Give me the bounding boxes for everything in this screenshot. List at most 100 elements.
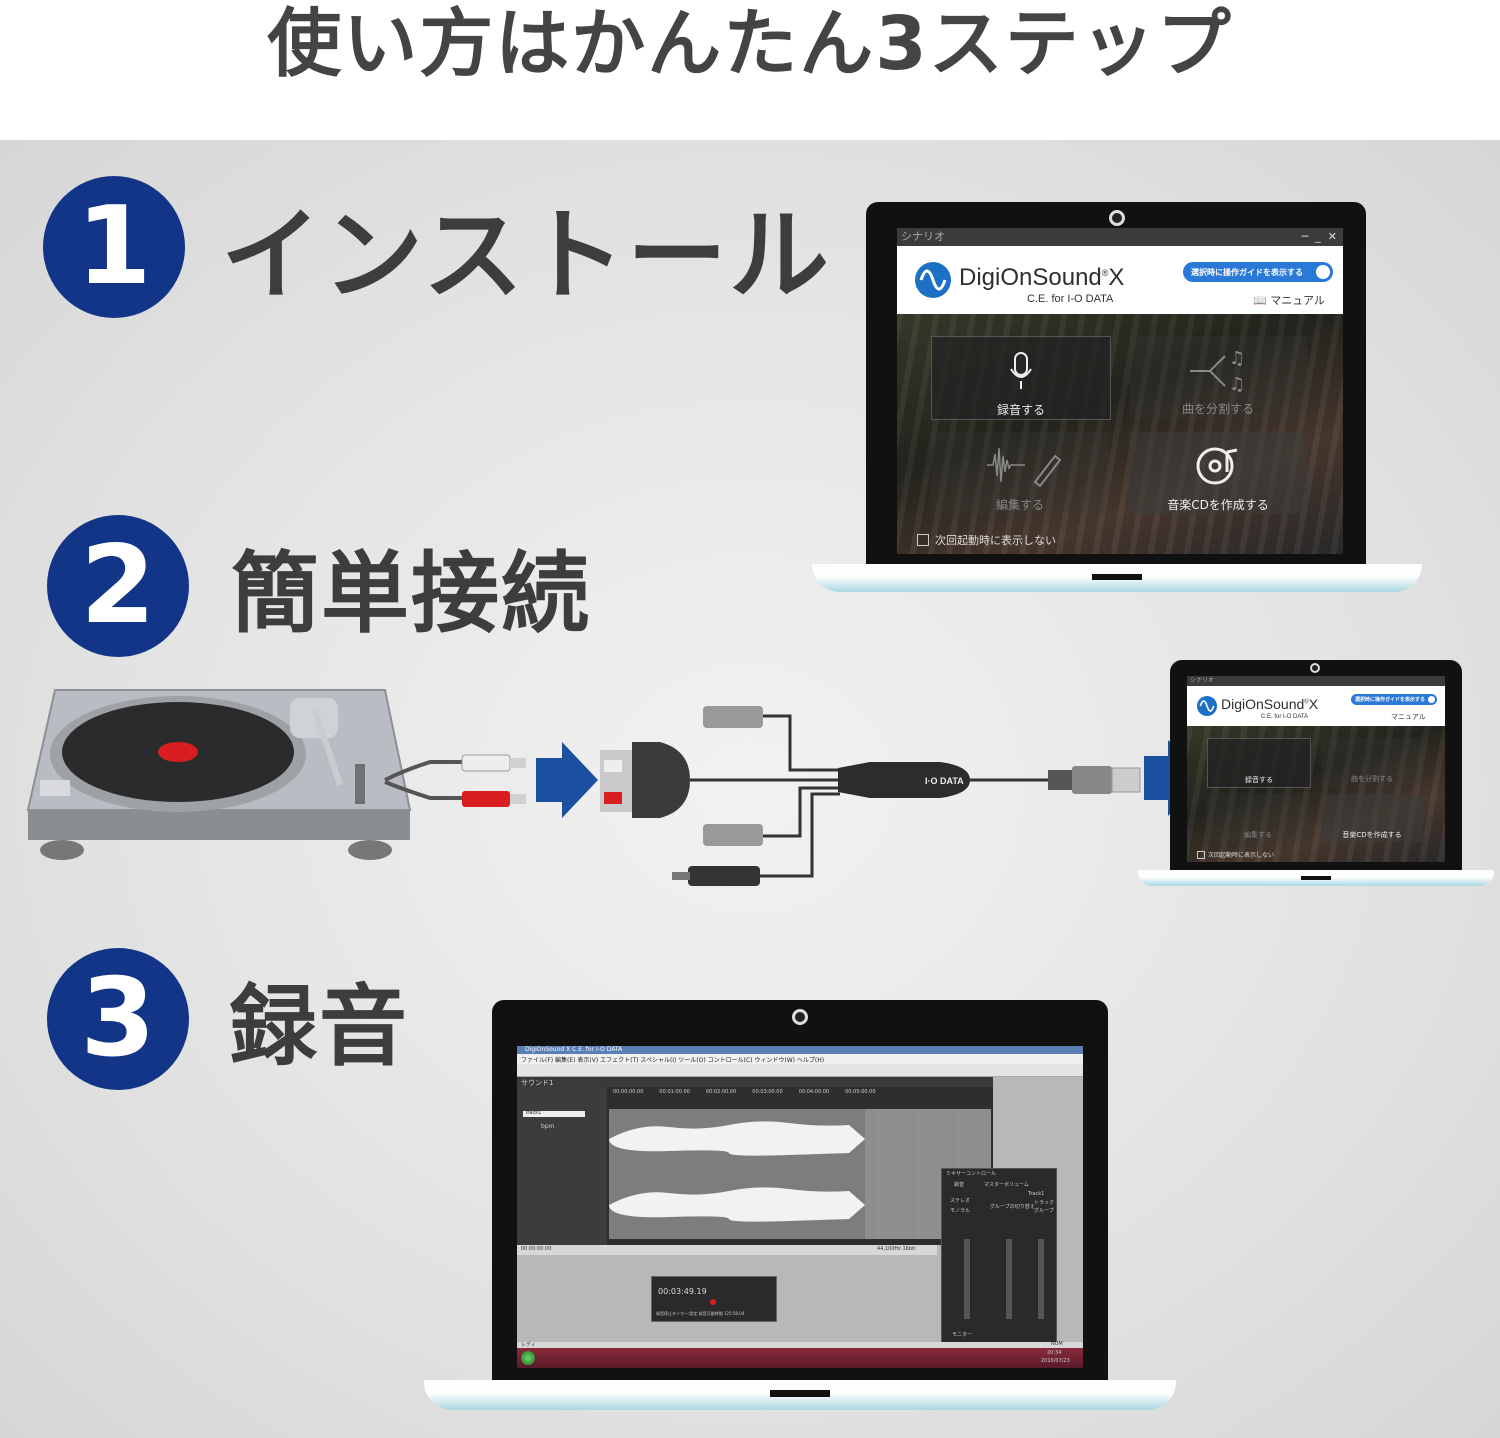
track-name-field[interactable]: Track1 — [523, 1110, 585, 1117]
tile-record[interactable]: 録音する — [1207, 738, 1311, 788]
window-title: シナリオ — [901, 230, 945, 243]
guide-toggle[interactable]: 選択時に操作ガイドを表示する — [1183, 262, 1333, 282]
step-number-1: 1 — [43, 175, 185, 318]
track-fader[interactable] — [1038, 1239, 1044, 1319]
brand-name: DigiOnSound®X — [959, 264, 1124, 292]
status-position: 00:00:00.00 — [521, 1246, 552, 1252]
mixer-mono[interactable]: モノラル — [950, 1208, 971, 1214]
svg-text:♫: ♫ — [1229, 348, 1245, 369]
launcher-header: DigiOnSound®X C.E. for I-O DATA 選択時に操作ガイ… — [897, 246, 1343, 314]
editor-toolbar[interactable] — [517, 1064, 1083, 1077]
launcher-header: DigiOnSound®X C.E. for I-O DATA 選択時に操作ガイ… — [1187, 686, 1445, 726]
step-3: 3 録音 — [47, 948, 409, 1090]
tile-split[interactable]: 曲を分割する — [1321, 738, 1423, 786]
tile-split-label: 曲を分割する — [1351, 775, 1393, 783]
book-icon: 📖 — [1253, 294, 1267, 307]
no-show-checkbox[interactable]: 次回起動時に表示しない — [917, 532, 1056, 548]
audio-plugs — [672, 706, 763, 886]
toggle-knob — [1428, 696, 1435, 703]
header: 使い方はかんたん3ステップ — [0, 0, 1500, 140]
tile-split-label: 曲を分割する — [1181, 402, 1254, 416]
usb-capture-device: I·O DATA — [838, 762, 1141, 798]
ruler-mark: 00:04:00.00 — [798, 1089, 830, 1095]
checkbox-box[interactable] — [1197, 850, 1205, 859]
connection-illustration: I·O DATA — [26, 689, 1206, 886]
toggle-knob — [1316, 265, 1330, 279]
no-show-checkbox[interactable]: 次回起動時に表示しない — [1197, 850, 1274, 859]
guide-toggle[interactable]: 選択時に操作ガイドを表示する — [1351, 694, 1437, 705]
window-titlebar: シナリオ — [1187, 676, 1445, 686]
step-2: 2 簡単接続 — [47, 515, 591, 657]
tile-edit[interactable]: 編集する — [931, 432, 1109, 514]
mixer-title: ミキサーコントロール — [946, 1171, 997, 1177]
clock-time: 20:34 — [1047, 1350, 1062, 1356]
tile-split[interactable]: ♫♫ 曲を分割する — [1129, 336, 1307, 418]
tile-cd[interactable]: 音楽CDを作成する — [1321, 794, 1423, 842]
brand-text: DigiOnSound — [959, 264, 1102, 291]
app-statusbar: レディ NUM — [517, 1341, 1083, 1348]
laptop-recording: DigiOnSound X C.E. for I-O DATA ファイル(F) … — [424, 1000, 1176, 1412]
record-button[interactable] — [710, 1299, 716, 1305]
start-button-icon[interactable] — [521, 1351, 535, 1365]
master-fader[interactable] — [1006, 1239, 1012, 1319]
arrow-1 — [536, 742, 598, 818]
checkbox-box[interactable] — [917, 534, 929, 546]
ruler-mark: 00:01:00.00 — [659, 1089, 690, 1095]
editor-menubar[interactable]: ファイル(F) 編集(E) 表示(V) エフェクト(T) スペシャル(I) ツー… — [517, 1054, 1083, 1064]
tile-record-label: 録音する — [996, 403, 1045, 417]
tile-cd[interactable]: 音楽CDを作成する — [1129, 432, 1307, 514]
rca-cable — [384, 754, 526, 807]
ruler-mark: 00:03:00.00 — [752, 1089, 783, 1095]
mixer-panel: ミキサーコントロール 録音 マスターボリューム ステレオ モノラル グループの切… — [941, 1168, 1057, 1344]
editor-title: DigiOnSound X C.E. for I-O DATA — [525, 1046, 623, 1053]
guide-toggle-label: 選択時に操作ガイドを表示する — [1355, 697, 1426, 703]
steps-panel: 1 インストール 2 簡単接続 3 録音 シナリオ ─ _ ✕ DigiOnSo… — [0, 140, 1500, 1438]
manual-link[interactable]: 📖 マニュアル — [1253, 292, 1325, 308]
transport-status: 録音停止タイマー:設定 録音可能時間 125:58.04 — [656, 1311, 745, 1316]
mixer-opt-track[interactable]: トラック — [1034, 1200, 1055, 1206]
track-name: Track1 — [525, 1110, 542, 1116]
doc-tab-bar: サウンド1 — [517, 1077, 993, 1087]
tile-edit[interactable]: 編集する — [1207, 794, 1309, 842]
status-format: 44,100Hz 16bit — [877, 1246, 916, 1252]
brand-reg: ® — [1304, 699, 1309, 706]
waveform[interactable] — [609, 1109, 991, 1239]
laptop-install: シナリオ ─ _ ✕ DigiOnSound®X C.E. for I-O DA… — [812, 202, 1422, 594]
tile-edit-label: 編集する — [995, 498, 1044, 512]
tile-cd-label: 音楽CDを作成する — [1342, 831, 1402, 839]
manual-link[interactable]: マニュアル — [1391, 712, 1426, 722]
transport-time: 00:03:49.19 — [658, 1287, 707, 1296]
track-area: Track1 bpm 00:00:00.00 00:01:00.00 00:02… — [517, 1087, 993, 1245]
device-label: I·O DATA — [925, 776, 964, 786]
split-icon: ♫♫ — [1190, 348, 1245, 395]
step-1: 1 インストール — [43, 174, 831, 319]
turntable — [26, 689, 412, 860]
step-number-2: 2 — [47, 515, 189, 657]
mixer-group[interactable]: グループの切り替え — [990, 1204, 1035, 1210]
record-fader[interactable] — [964, 1239, 970, 1319]
logo-icon — [915, 262, 951, 298]
svg-text:♫: ♫ — [1229, 374, 1245, 395]
tile-record-label: 録音する — [1245, 776, 1273, 784]
editor-menu-items[interactable]: ファイル(F) 編集(E) 表示(V) エフェクト(T) スペシャル(I) ツー… — [521, 1057, 825, 1064]
launcher-window: シナリオ ─ _ ✕ DigiOnSound®X C.E. for I-O DA… — [897, 228, 1343, 554]
ruler-mark: 00:00:00.00 — [613, 1089, 644, 1095]
clock-date: 2016/07/23 — [1041, 1358, 1070, 1364]
ruler-mark: 00:05:00.00 — [845, 1089, 876, 1095]
status-ready: レディ — [521, 1342, 536, 1348]
mixer-opt-group[interactable]: グループ — [1034, 1208, 1054, 1214]
mixer-stereo[interactable]: ステレオ — [950, 1198, 971, 1204]
doc-tab[interactable]: サウンド1 — [521, 1079, 554, 1087]
window-controls[interactable]: ─ _ ✕ — [1301, 230, 1337, 243]
brand-name: DigiOnSound®X — [1221, 696, 1318, 712]
timeline-ruler: 00:00:00.00 00:01:00.00 00:02:00.00 00:0… — [607, 1089, 999, 1099]
tile-record[interactable]: 録音する — [931, 336, 1111, 420]
step-title-3: 録音 — [229, 974, 410, 1078]
rca-adapter — [600, 742, 690, 818]
no-show-label: 次回起動時に表示しない — [935, 534, 1056, 547]
webcam-icon — [1109, 210, 1125, 226]
guide-toggle-label: 選択時に操作ガイドを表示する — [1191, 267, 1303, 277]
mixer-col-record: 録音 — [954, 1182, 965, 1188]
laptop-notch — [1301, 876, 1331, 880]
mixer-monitor[interactable]: モニター — [952, 1332, 973, 1338]
